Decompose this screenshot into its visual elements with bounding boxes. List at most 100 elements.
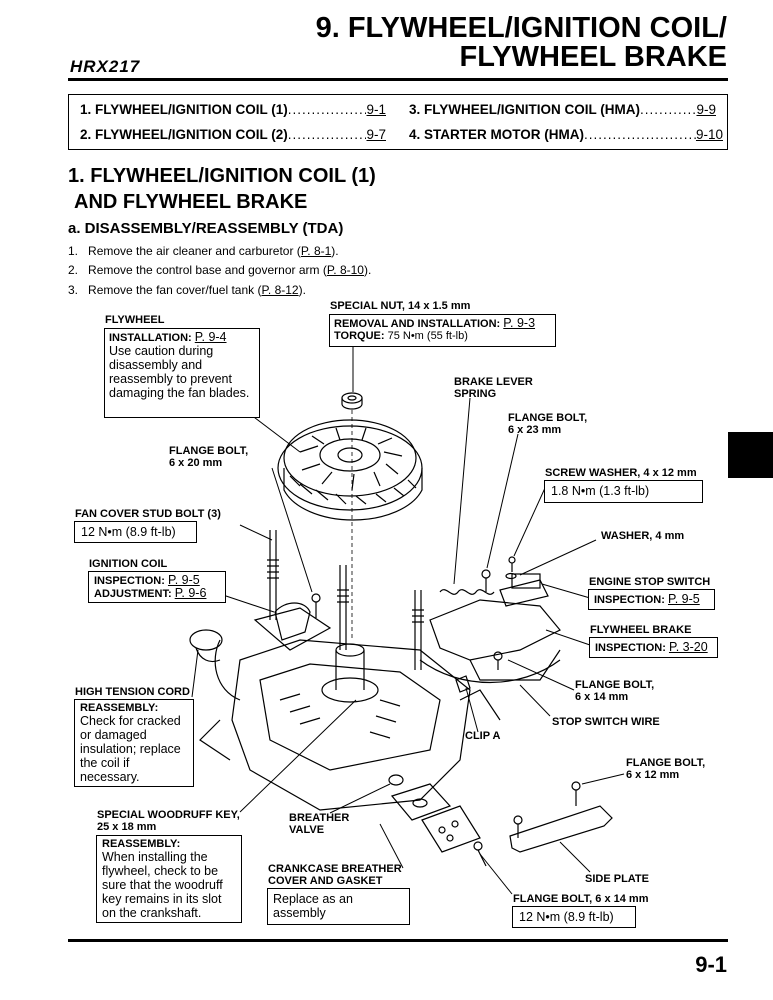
flange-bolt-6x14-torque-box: 12 N•m (8.9 ft-lb): [512, 906, 636, 928]
label-line: COVER AND GASKET: [268, 875, 383, 887]
page-number: 9-1: [695, 952, 727, 977]
label-line: BRAKE LEVER: [454, 376, 533, 388]
toc-item-page[interactable]: 9-1: [366, 102, 386, 117]
step-item: 2. Remove the control base and governor …: [68, 263, 371, 277]
adjustment-heading: ADJUSTMENT:: [94, 588, 172, 600]
crankcase-breather-box: Replace as an assembly: [267, 888, 410, 925]
engine-block-drawing: [199, 639, 501, 811]
step-ref-link[interactable]: P. 8-10: [326, 263, 364, 277]
label-woodruff-key: SPECIAL WOODRUFF KEY, 25 x 18 mm: [97, 809, 240, 833]
toc-item-label: 1. FLYWHEEL/IGNITION COIL (1): [80, 102, 288, 117]
inspection-ref-link[interactable]: P. 3-20: [668, 640, 708, 654]
toc-item[interactable]: 2. FLYWHEEL/IGNITION COIL (2) ..........…: [80, 127, 386, 142]
label-flange-bolt-6x14-b: FLANGE BOLT, 6 x 14 mm: [513, 893, 649, 905]
section-heading-line2: AND FLYWHEEL BRAKE: [74, 191, 308, 213]
inspection-ref-link[interactable]: P. 9-5: [667, 592, 700, 606]
toc-leader: ..................................: [287, 102, 367, 117]
step-item: 3. Remove the fan cover/fuel tank (P. 8-…: [68, 283, 306, 297]
installation-ref-link[interactable]: P. 9-4: [194, 330, 227, 344]
step-text: Remove the fan cover/fuel tank (: [88, 283, 262, 297]
installation-heading: INSTALLATION:: [109, 332, 192, 344]
label-flange-bolt-6x23: FLANGE BOLT, 6 x 23 mm: [508, 412, 587, 436]
inspection-heading: INSPECTION:: [595, 642, 666, 654]
label-line: VALVE: [289, 824, 325, 836]
label-line: SPECIAL WOODRUFF KEY,: [97, 809, 240, 821]
label-flange-bolt-6x14: FLANGE BOLT, 6 x 14 mm: [575, 679, 654, 703]
label-line: 6 x 14 mm: [575, 691, 629, 703]
label-line: CRANKCASE BREATHER: [268, 863, 402, 875]
torque-value: 75 N•m (55 ft-lb): [387, 330, 468, 342]
reassembly-text: When installing the flywheel, check to b…: [102, 850, 223, 920]
toc-item-label: 3. FLYWHEEL/IGNITION COIL (HMA): [409, 102, 641, 117]
engine-stop-switch-box: INSPECTION: P. 9-5: [588, 589, 715, 610]
section-heading-line1: 1. FLYWHEEL/IGNITION COIL (1): [68, 165, 376, 187]
reassembly-heading: REASSEMBLY:: [80, 702, 159, 714]
label-flange-bolt-6x12: FLANGE BOLT, 6 x 12 mm: [626, 757, 705, 781]
toc-item-label: 2. FLYWHEEL/IGNITION COIL (2): [80, 127, 288, 142]
step-item: 1. Remove the air cleaner and carburetor…: [68, 244, 339, 258]
label-line: 6 x 23 mm: [508, 424, 562, 436]
toc-leader: ........................................…: [584, 127, 696, 142]
label-line: FLANGE BOLT,: [626, 757, 706, 769]
flywheel-installation-box: INSTALLATION: P. 9-4 Use caution during …: [104, 328, 260, 418]
label-clip-a: CLIP A: [465, 730, 501, 742]
step-end: ).: [331, 244, 339, 258]
label-stop-switch-wire: STOP SWITCH WIRE: [552, 716, 660, 728]
flywheel-brake-box: INSPECTION: P. 3-20: [589, 637, 718, 658]
installation-text: Use caution during disassembly and reass…: [109, 344, 250, 400]
label-breather-valve: BREATHER VALVE: [289, 812, 349, 836]
label-engine-stop-switch: ENGINE STOP SWITCH: [589, 576, 711, 588]
label-crankcase-breather: CRANKCASE BREATHER COVER AND GASKET: [268, 863, 402, 887]
label-fan-cover-stud-bolt: FAN COVER STUD BOLT (3): [75, 508, 221, 520]
toc-item[interactable]: 1. FLYWHEEL/IGNITION COIL (1) ..........…: [80, 102, 386, 117]
toc-item-page[interactable]: 9-10: [695, 127, 723, 142]
footer-rule: [68, 939, 728, 942]
inspection-heading: INSPECTION:: [594, 594, 665, 606]
page-title-line2: FLYWHEEL BRAKE: [459, 41, 727, 73]
model-name: HRX217: [70, 57, 141, 76]
chapter-tab: [728, 432, 773, 478]
ignition-coil-drawing: [189, 602, 332, 701]
inspection-ref-link[interactable]: P. 9-5: [167, 573, 200, 587]
reassembly-heading: REASSEMBLY:: [102, 838, 181, 850]
label-line: FLANGE BOLT,: [169, 445, 249, 457]
step-number: 3.: [68, 283, 79, 297]
step-ref-link[interactable]: P. 8-1: [300, 244, 332, 258]
label-line: SPRING: [454, 388, 497, 400]
toc-item-page[interactable]: 9-9: [696, 102, 716, 117]
label-line: 6 x 12 mm: [626, 769, 680, 781]
step-text: Remove the control base and governor arm…: [88, 263, 327, 277]
removal-ref-link[interactable]: P. 9-3: [503, 316, 536, 330]
flange-bolts-drawing: [311, 593, 321, 618]
page-title-line1: 9. FLYWHEEL/IGNITION COIL/: [315, 12, 727, 44]
torque-heading: TORQUE:: [334, 330, 385, 342]
breather-drawing: [388, 774, 487, 867]
ignition-coil-box: INSPECTION: P. 9-5 ADJUSTMENT: P. 9-6: [88, 571, 226, 603]
toc-item[interactable]: 4. STARTER MOTOR (HMA) .................…: [409, 127, 723, 142]
replace-text: Replace as an assembly: [273, 892, 353, 920]
step-ref-link[interactable]: P. 8-12: [261, 283, 299, 297]
special-nut-box: REMOVAL AND INSTALLATION: P. 9-3 TORQUE:…: [329, 314, 556, 347]
stud-bolts-drawing: [267, 530, 424, 670]
adjustment-ref-link[interactable]: P. 9-6: [174, 586, 207, 600]
label-flywheel-brake: FLYWHEEL BRAKE: [590, 624, 692, 636]
torque-value: 12 N•m (8.9 ft-lb): [519, 910, 614, 924]
step-number: 2.: [68, 263, 79, 277]
label-line: FLANGE BOLT,: [508, 412, 588, 424]
label-brake-lever-spring: BRAKE LEVER SPRING: [454, 376, 533, 400]
toc-leader: ..................................: [640, 102, 697, 117]
flywheel-drawing: [277, 419, 423, 521]
label-line: 25 x 18 mm: [97, 821, 157, 833]
table-of-contents: 1. FLYWHEEL/IGNITION COIL (1) ..........…: [68, 94, 728, 150]
flywheel-brake-drawing: [419, 556, 561, 693]
toc-leader: ..................................: [287, 127, 367, 142]
toc-item-page[interactable]: 9-7: [366, 127, 386, 142]
label-line: 6 x 20 mm: [169, 457, 223, 469]
removal-heading: REMOVAL AND INSTALLATION:: [334, 318, 501, 330]
reassembly-text: Check for cracked or damaged insulation;…: [80, 714, 181, 784]
toc-item[interactable]: 3. FLYWHEEL/IGNITION COIL (HMA) ........…: [409, 102, 716, 117]
inspection-heading: INSPECTION:: [94, 575, 165, 587]
step-number: 1.: [68, 244, 79, 258]
torque-value: 12 N•m (8.9 ft-lb): [81, 525, 176, 539]
special-nut-drawing: [341, 392, 363, 410]
